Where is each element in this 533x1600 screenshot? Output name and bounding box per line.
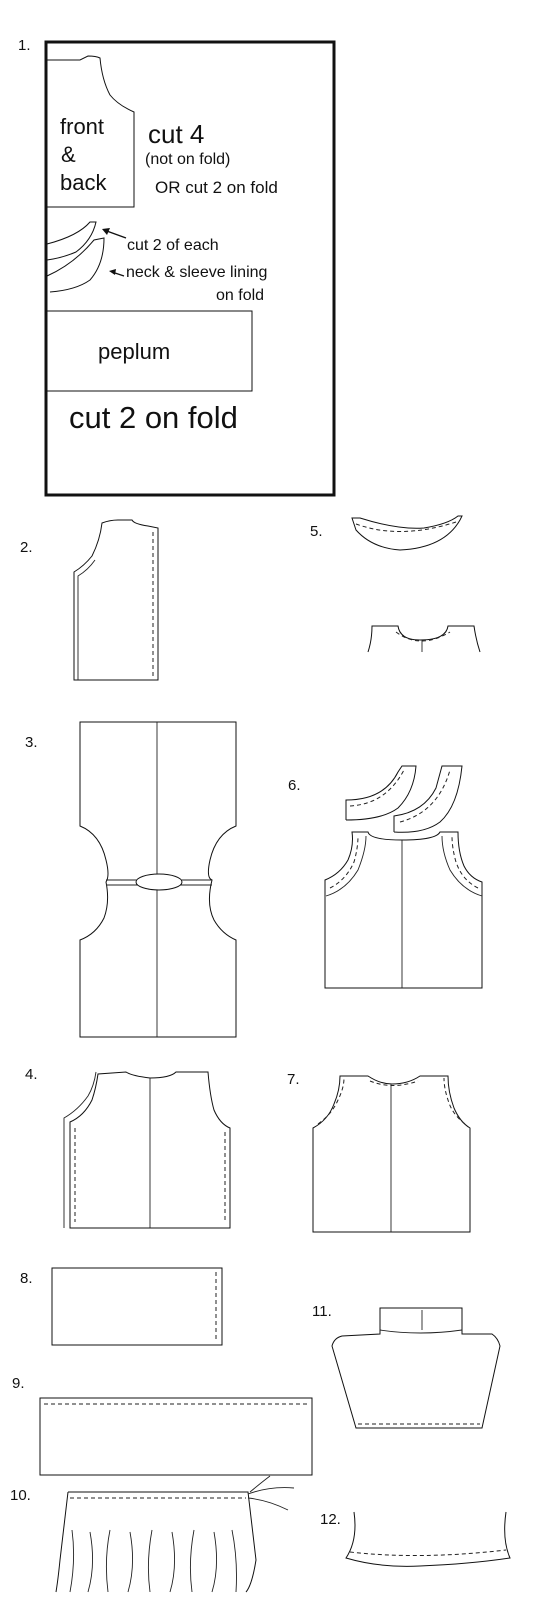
step-9: 9. bbox=[12, 1375, 313, 1476]
cut-4-label: cut 4 bbox=[148, 119, 204, 149]
cut-2-on-fold-label: cut 2 on fold bbox=[69, 400, 238, 435]
sleeve-lining-piece bbox=[46, 237, 105, 293]
fabric-layout-frame bbox=[44, 40, 336, 497]
gather-folds bbox=[69, 1529, 237, 1593]
neckline-stitch-7 bbox=[369, 1080, 419, 1086]
armhole-stitch-right bbox=[451, 835, 479, 889]
step-8: 8. bbox=[20, 1267, 223, 1346]
peplum-tube bbox=[39, 1397, 313, 1476]
step-11-number: 11. bbox=[312, 1303, 332, 1320]
step-5-number: 5. bbox=[310, 523, 323, 540]
bodice-open-layout bbox=[79, 721, 237, 1038]
neck-opening bbox=[135, 873, 183, 891]
front-back-label-3: back bbox=[60, 170, 107, 195]
neck-lining-stitch bbox=[355, 521, 457, 533]
peplum-folded bbox=[51, 1267, 223, 1346]
peplum-label: peplum bbox=[98, 339, 170, 364]
armhole-stitch-left bbox=[329, 835, 359, 889]
step-6: 6. bbox=[288, 765, 483, 989]
bodice-neckline-top bbox=[367, 625, 481, 653]
bodice-with-linings bbox=[324, 831, 483, 989]
bodice-neck-11 bbox=[379, 1329, 463, 1334]
step-12-number: 12. bbox=[320, 1511, 341, 1528]
armhole-lining-left bbox=[325, 835, 367, 897]
sleeve-lining-stitch-right bbox=[399, 769, 451, 823]
thread-tails bbox=[247, 1475, 295, 1511]
armhole-stitch-right-7 bbox=[443, 1077, 466, 1125]
step-11: 11. bbox=[312, 1303, 501, 1429]
gathered-peplum bbox=[55, 1491, 257, 1593]
finished-peplum-top bbox=[345, 1511, 511, 1567]
bodice-inside-out bbox=[331, 1307, 501, 1429]
arrow-cut2-each-head bbox=[102, 228, 110, 235]
side-seam-allowance bbox=[63, 1071, 97, 1228]
step-12: 12. bbox=[320, 1511, 511, 1567]
step-3-number: 3. bbox=[25, 734, 38, 751]
side-fold-line bbox=[77, 559, 96, 680]
armhole-lining-right bbox=[441, 835, 483, 897]
step-4-number: 4. bbox=[25, 1066, 38, 1083]
armhole-stitch-left-7 bbox=[317, 1077, 345, 1125]
neck-lining-piece-left bbox=[345, 765, 417, 821]
peplum-pattern-piece bbox=[46, 310, 253, 392]
step-8-number: 8. bbox=[20, 1270, 33, 1287]
step-4: 4. bbox=[25, 1066, 231, 1229]
front-back-label-2: & bbox=[61, 142, 76, 167]
step-6-number: 6. bbox=[288, 777, 301, 794]
cut-2-each-label: cut 2 of each bbox=[127, 237, 219, 254]
not-on-fold-label: (not on fold) bbox=[145, 151, 230, 168]
on-fold-label: on fold bbox=[216, 287, 264, 304]
neck-sleeve-label: neck & sleeve lining bbox=[126, 264, 267, 281]
neck-lining-curve bbox=[351, 515, 463, 551]
step-7-number: 7. bbox=[287, 1071, 300, 1088]
bodice-finished-top bbox=[312, 1075, 471, 1233]
step-7: 7. bbox=[287, 1071, 471, 1233]
step-2-number: 2. bbox=[20, 539, 33, 556]
step-10: 10. bbox=[10, 1475, 295, 1593]
step-2: 2. bbox=[20, 519, 159, 681]
step-3: 3. bbox=[25, 721, 237, 1038]
bodice-neckline-stitch bbox=[395, 631, 451, 642]
or-cut-2-label: OR cut 2 on fold bbox=[155, 178, 278, 197]
step-1-number: 1. bbox=[18, 37, 31, 54]
step-1: 1. front & back cut 4 (not on fold) OR c… bbox=[18, 37, 336, 497]
step-5: 5. bbox=[310, 515, 481, 653]
bodice-side-panel bbox=[73, 519, 159, 681]
front-back-label-1: front bbox=[60, 114, 104, 139]
finished-hem-stitch bbox=[349, 1549, 507, 1557]
sleeve-lining-piece-right bbox=[393, 765, 463, 833]
step-9-number: 9. bbox=[12, 1375, 25, 1392]
arrow-neck-sleeve-head bbox=[109, 269, 116, 275]
step-10-number: 10. bbox=[10, 1487, 31, 1504]
front-back-pattern-piece bbox=[47, 55, 135, 208]
neck-lining-piece bbox=[46, 221, 97, 261]
